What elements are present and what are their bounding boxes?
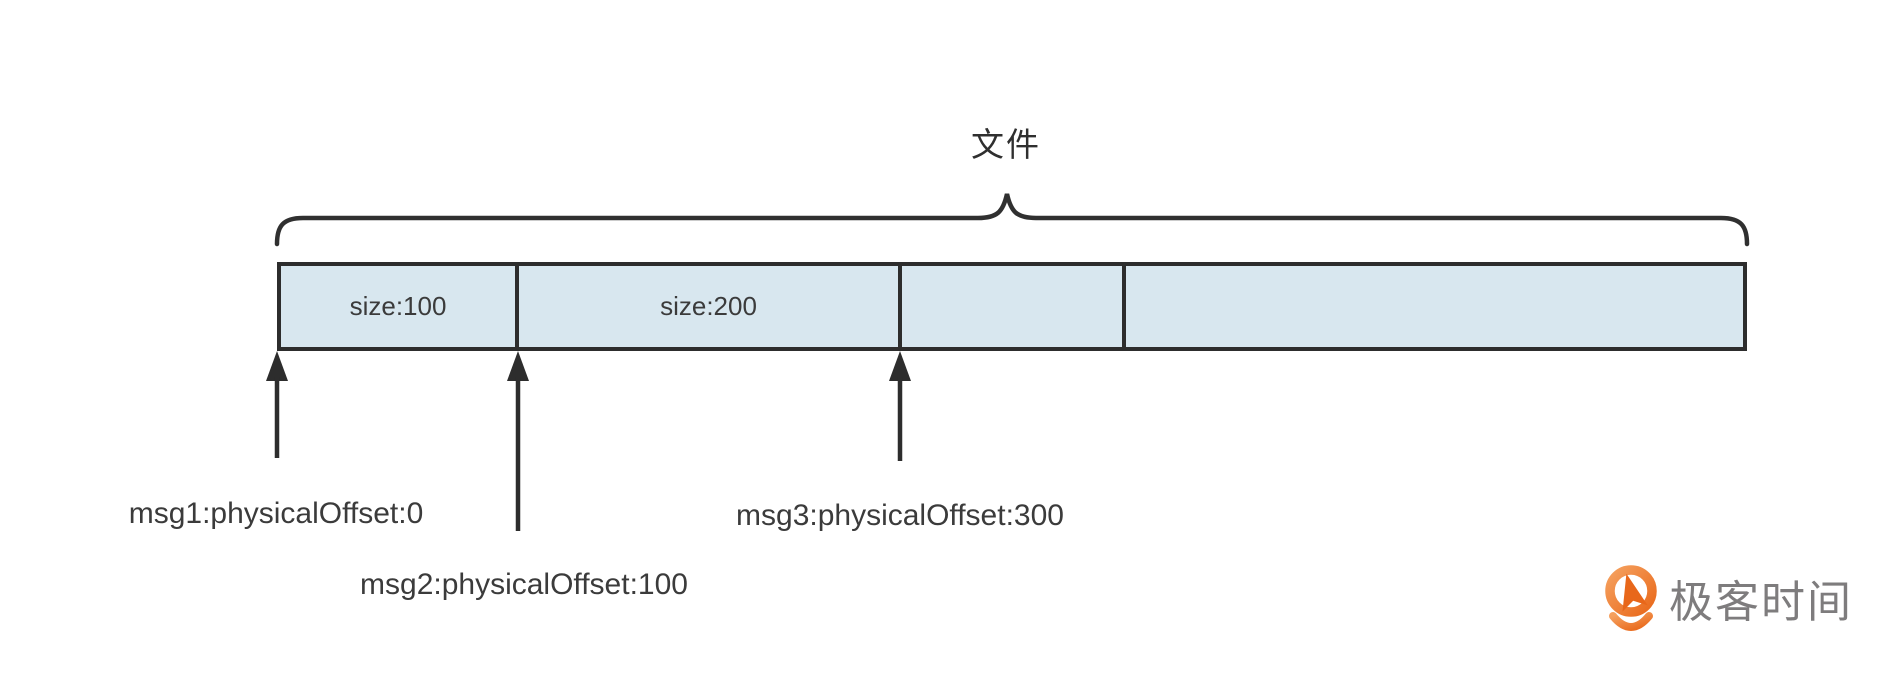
file-title: 文件 xyxy=(971,126,1041,163)
msg1-offset-label: msg1:physicalOffset:0 xyxy=(128,497,424,530)
curly-brace-icon xyxy=(274,193,1750,247)
file-segment-msg1: size:100 xyxy=(281,266,519,347)
msg2-arrow-icon xyxy=(507,351,529,531)
geektime-logo-text: 极客时间 xyxy=(1669,578,1853,627)
file-segment-msg2: size:200 xyxy=(519,266,902,347)
msg1-arrow-icon xyxy=(266,351,288,458)
segment-size-label: size:100 xyxy=(349,291,447,321)
file-bar: size:100 size:200 xyxy=(277,262,1747,351)
file-segment-msg3 xyxy=(902,266,1126,347)
segment-size-label: size:200 xyxy=(660,291,757,321)
msg3-arrow-icon xyxy=(889,351,911,461)
msg3-offset-label: msg3:physicalOffset:300 xyxy=(736,499,1064,532)
geektime-logo: 极客时间 xyxy=(1602,562,1853,634)
file-segment-free xyxy=(1126,266,1743,347)
geektime-logo-icon xyxy=(1605,565,1657,631)
msg2-offset-label: msg2:physicalOffset:100 xyxy=(360,568,688,601)
